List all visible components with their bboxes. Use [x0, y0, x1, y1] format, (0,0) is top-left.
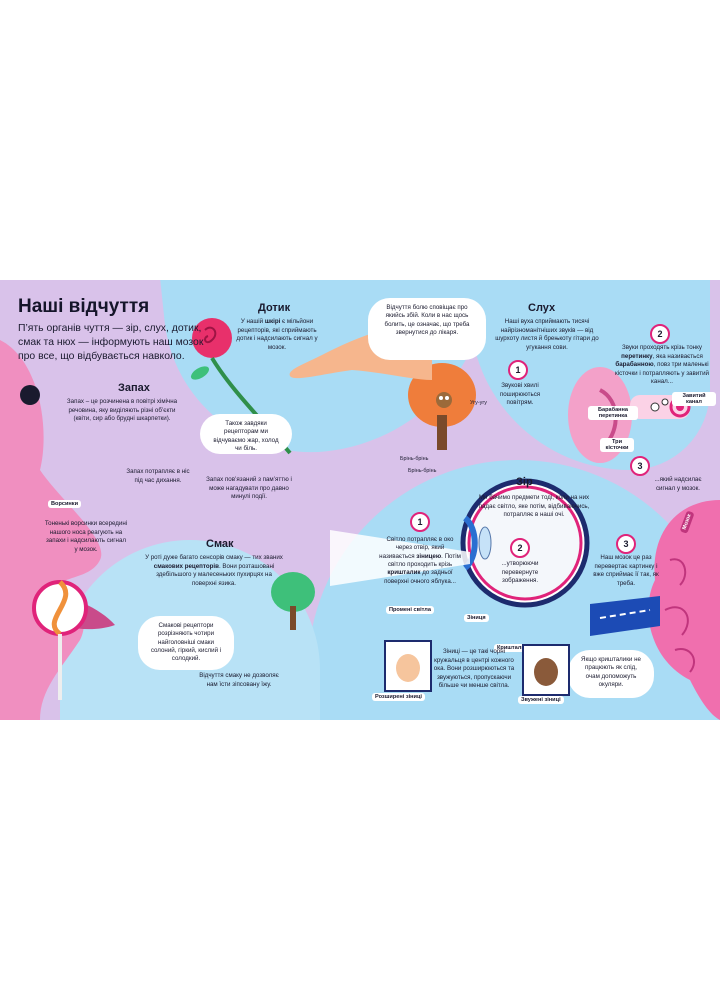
taste-text: У роті дуже багато сенсорів смаку — тих …	[145, 554, 283, 587]
touch-pain-bubble: Відчуття болю сповіщає про якийсь збій. …	[368, 298, 486, 360]
hearing-step-1-text: Звукові хвилі поширюються повітрям.	[499, 382, 541, 407]
sight-step-2-text: ...утворюючи перевернуте зображення.	[501, 560, 539, 585]
intro-text: П’ять органів чуття — зір, слух, дотик, …	[18, 323, 204, 363]
hearing-step-3-text: ...який надсилає сигнал у мозок.	[654, 476, 702, 492]
pupils-text: Зіниці — це такі чорні кружальця в центр…	[433, 648, 515, 690]
wide-pupils-portrait	[384, 640, 432, 692]
brain-illustration	[648, 500, 720, 720]
smell-heading: Запах	[118, 382, 150, 394]
strum-sound-1: Брінь-брінь	[400, 456, 429, 462]
hearing-heading: Слух	[528, 302, 556, 314]
owl-hoot: Угу-угу	[470, 400, 487, 406]
receptors-label: Ворсинки	[48, 500, 82, 508]
sight-step-1-bubble: Світло потрапляє в око через отвір, який…	[379, 536, 461, 585]
light-rays	[330, 530, 470, 586]
pupil-label: Зіниця	[464, 614, 489, 622]
sight-text: Ми бачимо предмети тоді, коли на них пад…	[478, 494, 590, 519]
smell-nose-text: Запах потрапляє в ніс під час дихання.	[126, 468, 190, 484]
cochlea-label: Завитий канал	[672, 392, 716, 406]
sight-step-3-text: Наш мозок це раз перевертає картинку і в…	[593, 554, 659, 587]
narrow-pupils-label: Звужені зіниці	[518, 696, 564, 704]
book-spread: Наші відчуття П’ять органів чуття — зір,…	[0, 280, 720, 720]
sight-step-1-number: 1	[410, 512, 430, 532]
smell-text: Запах – це розчинена в повітрі хімічна р…	[66, 398, 178, 423]
hearing-text: Наші вуха сприймають тисячі найрізномані…	[495, 318, 599, 351]
hearing-step-1-number: 1	[508, 360, 528, 380]
hearing-step-2-number: 2	[650, 324, 670, 344]
road-illustration	[590, 596, 660, 636]
taste-heading: Смак	[206, 538, 234, 550]
receptors-text: Тоненькі ворсинки всередині нашого носа …	[44, 520, 128, 553]
taste-spoiled-text: Відчуття смаку не дозволяє нам їсти зіпс…	[199, 672, 279, 688]
touch-heat-bubble: Також завдяки рецепторам ми відчуваємо ж…	[200, 414, 292, 454]
portrait-face-icon	[396, 654, 420, 682]
portrait-face-icon	[534, 658, 558, 686]
sight-step-3-number: 3	[616, 534, 636, 554]
touch-text: У нашій шкірі є мільйони рецепторів, які…	[236, 318, 318, 351]
strum-sound-2: Брінь-брінь	[408, 468, 437, 474]
smell-memory-text: Запах пов’язаний з пам’яттю і може нагад…	[206, 476, 292, 501]
light-rays-label: Промені світла	[386, 606, 434, 614]
ossicles-label: Три кісточки	[600, 438, 634, 452]
wide-pupils-label: Розширені зіниці	[372, 693, 425, 701]
page-title: Наші відчуття	[18, 296, 150, 317]
touch-heading: Дотик	[258, 302, 291, 314]
hearing-step-3-number: 3	[630, 456, 650, 476]
narrow-pupils-portrait	[522, 644, 570, 696]
lollipop-illustration	[32, 580, 88, 700]
sight-heading: Зір	[516, 476, 533, 488]
hearing-step-2-text: Звуки проходять крізь тонку перетинку, я…	[615, 344, 709, 386]
taste-receptors-bubble: Смакові рецептори розрізняють чотири най…	[138, 616, 234, 670]
glasses-bubble: Якщо кришталики не працюють як слід, оча…	[568, 650, 654, 698]
lens-label: Кришталик	[494, 644, 531, 652]
green-tree-illustration	[271, 572, 315, 630]
sight-step-2-number: 2	[510, 538, 530, 558]
eardrum-label: Барабанна перетинка	[588, 406, 638, 420]
